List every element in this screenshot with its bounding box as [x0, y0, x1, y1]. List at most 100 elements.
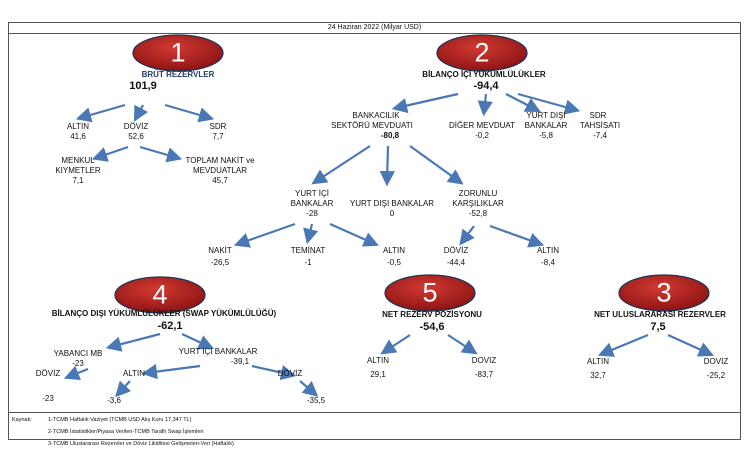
- brut-rezervler-title: BRÜT REZERVLER: [141, 70, 215, 79]
- arrow-nur-altin: [597, 333, 649, 357]
- teminat-value: -1: [304, 258, 312, 267]
- yib4-value: -39,1: [230, 357, 250, 366]
- badge-4: 4: [152, 279, 168, 310]
- menkul-label-2: KIYMETLER: [55, 166, 101, 175]
- source-2: 2-TCMB İstatistikler/Piyasa Verileri-TCM…: [48, 429, 204, 435]
- sdr2-label-2: TAHSİSATI: [579, 121, 621, 130]
- arrow-brut-altin: [75, 103, 126, 123]
- altin4-label: ALTIN: [122, 369, 146, 378]
- badge-2-shape: [436, 34, 528, 72]
- brut-doviz-label: DÖVİZ: [123, 122, 149, 131]
- brut-sdr-label: SDR: [209, 122, 227, 131]
- arrow-yib-doviz4: [251, 364, 297, 381]
- source-footer: Kaynak: 1-TCMB Haftalık Vaziyet (TCMB US…: [8, 412, 741, 452]
- arrow-bii-diger: [477, 93, 493, 117]
- doviz4a-label: DÖVİZ: [35, 369, 61, 378]
- arrow-doviz4-val: [299, 380, 319, 397]
- nakit-value: 45,7: [212, 176, 228, 185]
- arrow-nur-doviz: [667, 333, 715, 357]
- ymb-value: -23: [72, 359, 84, 368]
- nrp-doviz-value: -83,7: [474, 370, 494, 379]
- yib-value: -28: [306, 209, 318, 218]
- nur-title: NET ULUSLARARASI REZERVLER: [594, 310, 726, 319]
- badge-5-shape: [384, 274, 476, 312]
- arrow-zor-doviz: [459, 225, 475, 246]
- badge-3-shape: [618, 274, 710, 312]
- zor-label-2: KARŞILIKLAR: [452, 199, 504, 208]
- zor-value: -52,8: [468, 209, 488, 218]
- nrp-total: -54,6: [419, 321, 445, 333]
- arrow-bank-yib: [311, 145, 371, 185]
- doviz2-label: DÖVİZ: [443, 246, 469, 255]
- nrp-title: NET REZERV POZİSYONU: [382, 310, 482, 319]
- arrow-nrp-doviz: [447, 334, 478, 355]
- diger-value: -0,2: [475, 131, 489, 140]
- arrow-doviz-nakit: [139, 145, 183, 163]
- ydb-value: -5,8: [539, 131, 553, 140]
- source-label: Kaynak:: [12, 417, 32, 423]
- sdr2-label-1: SDR: [589, 111, 607, 120]
- nrp-doviz-label: DOVIZ: [471, 356, 497, 365]
- nakit2-value: -26,5: [210, 258, 230, 267]
- ydb-label-2: BANKALAR: [524, 121, 568, 130]
- nakit-label-1: TOPLAM NAKİT ve: [185, 156, 255, 165]
- nur-doviz-value: -25,2: [706, 371, 726, 380]
- arrow-bank-ydb: [379, 145, 396, 187]
- arrow-bii-bank: [391, 92, 459, 114]
- altin2b-value: -8,4: [541, 258, 555, 267]
- ydb3-value: 0: [389, 209, 395, 218]
- brut-doviz-value: 52,6: [128, 132, 144, 141]
- nrp-altin-value: 29,1: [370, 370, 386, 379]
- nur-total: 7,5: [650, 321, 666, 333]
- doviz4a-value: -23: [42, 394, 54, 403]
- bii-total: -94,4: [473, 80, 499, 92]
- arrow-nrp-altin: [380, 334, 411, 355]
- diagram-header: 24 Haziran 2022 (Milyar USD): [8, 22, 741, 34]
- arrow-zor-altin: [489, 224, 545, 248]
- arrow-yib-nakit: [233, 222, 296, 248]
- zor-label-1: ZORUNLU: [458, 189, 498, 198]
- diger-label: DİĞER MEVDUAT: [448, 121, 516, 130]
- arrow-yib-altin4: [141, 363, 201, 380]
- badge-3: 3: [656, 277, 672, 308]
- bank-value: -80,8: [380, 131, 400, 140]
- arrow-ymb-doviz: [63, 365, 89, 381]
- brut-altin-label: ALTIN: [66, 122, 90, 131]
- altin2a-value: -0,5: [387, 258, 401, 267]
- nakit2-label: NAKİT: [208, 246, 232, 255]
- bdy-title: BİLANÇO DIŞI YÜKÜMLÜLÜKLER (SWAP YÜKÜMLÜ…: [51, 309, 277, 318]
- arrow-brut-sdr: [164, 103, 215, 123]
- source-1: 1-TCMB Haftalık Vaziyet (TCMB USD Alış K…: [48, 417, 192, 423]
- arrow-doviz-menkul: [91, 145, 129, 162]
- bank-label-1: BANKACILIK: [352, 111, 400, 120]
- yib-label-2: BANKALAR: [290, 199, 334, 208]
- yib-label-1: YURT İÇİ: [295, 189, 329, 198]
- arrow-bii-ydb: [505, 93, 541, 113]
- ydb-label-1: YURT DIŞI: [526, 111, 566, 120]
- badge-2: 2: [474, 37, 490, 68]
- ymb-label: YABANCI MB: [53, 349, 103, 358]
- arrow-brut-doviz: [133, 104, 148, 122]
- nrp-altin-label: ALTIN: [366, 356, 390, 365]
- arrow-bdy-yib: [181, 333, 214, 350]
- bank-label-2: SEKTÖRÜ MEVDUATI: [331, 121, 413, 130]
- arrow-yib-altin: [329, 222, 380, 247]
- nur-altin-label: ALTIN: [586, 357, 610, 366]
- doviz2-value: -44,4: [446, 258, 466, 267]
- altin2a-label: ALTIN: [382, 246, 406, 255]
- badge-4-shape: [114, 276, 206, 314]
- arrow-bii-sdr: [517, 92, 581, 115]
- badge-1: 1: [170, 37, 186, 68]
- arrow-yib-teminat: [303, 223, 319, 245]
- badge-1-shape: [132, 34, 224, 72]
- diagram-frame: [8, 22, 741, 440]
- source-3: 3-TCMB Uluslararası Rezervler ve Döviz L…: [48, 441, 234, 447]
- teminat-label: TEMİNAT: [290, 246, 326, 255]
- arrow-altin4-val: [115, 380, 132, 398]
- menkul-value: 7,1: [72, 176, 84, 185]
- arrow-bank-zor: [409, 145, 464, 185]
- bii-title: BİLANÇO İÇİ YÜKÜMLÜLÜKLER: [422, 70, 546, 79]
- nur-altin-value: 32,7: [590, 371, 606, 380]
- brut-sdr-value: 7,7: [212, 132, 224, 141]
